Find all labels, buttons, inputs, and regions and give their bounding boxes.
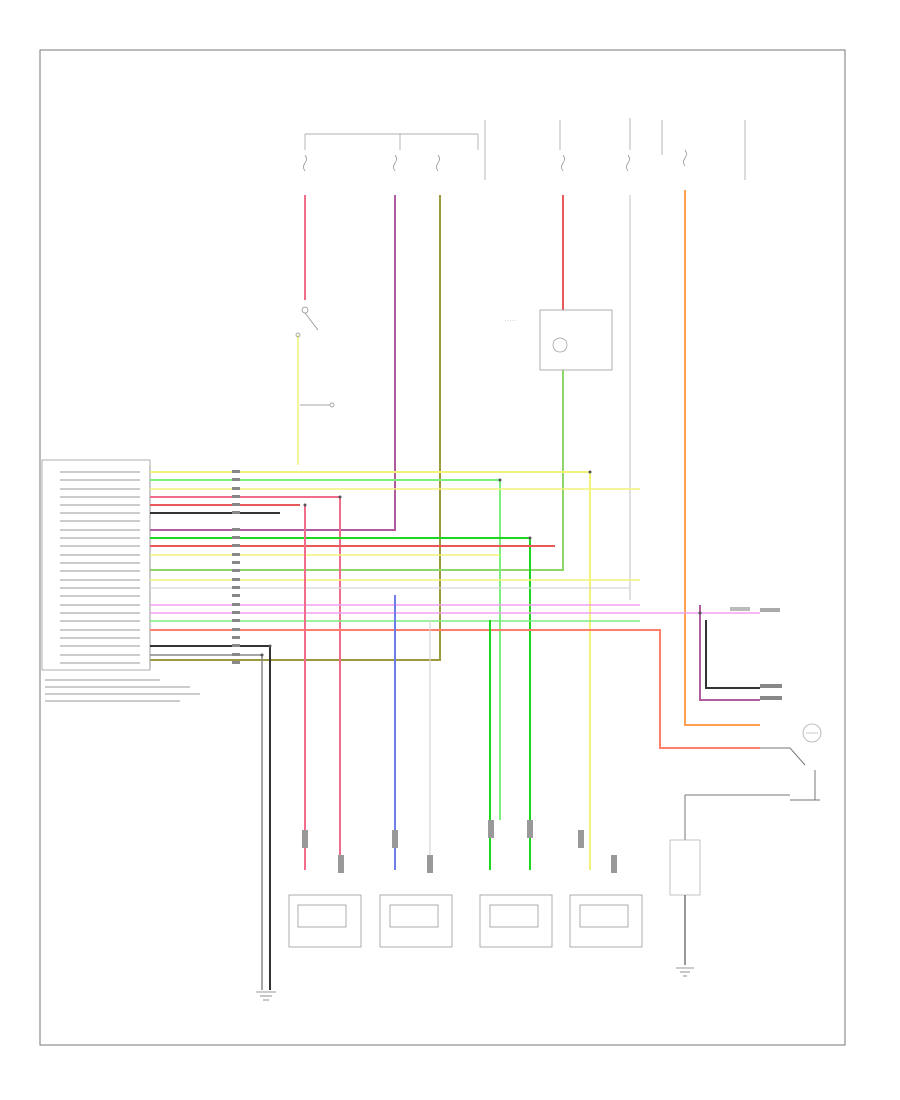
harness-wires — [150, 471, 760, 990]
power-feed-bus — [304, 118, 746, 180]
actuator-wires — [304, 505, 491, 870]
switch-icon — [295, 306, 335, 408]
pin-numbers — [232, 470, 240, 664]
motor-icon — [802, 723, 822, 743]
splice-icon — [260, 470, 702, 657]
switch-icon — [685, 747, 820, 801]
ground-wire — [669, 795, 701, 965]
ground-icon — [256, 967, 694, 1001]
fuse-icon — [303, 149, 687, 172]
pin-labels — [45, 471, 200, 702]
diagram-border — [39, 49, 846, 1046]
control-module — [41, 459, 151, 671]
svg-text:· · · · ·: · · · · · — [505, 318, 516, 323]
door-lock-actuator-icon — [288, 894, 643, 948]
relay-icon: · · · · · — [505, 309, 613, 371]
main-wires — [150, 190, 760, 726]
door-ajar-switch — [699, 605, 782, 701]
connector-icon — [302, 820, 617, 873]
